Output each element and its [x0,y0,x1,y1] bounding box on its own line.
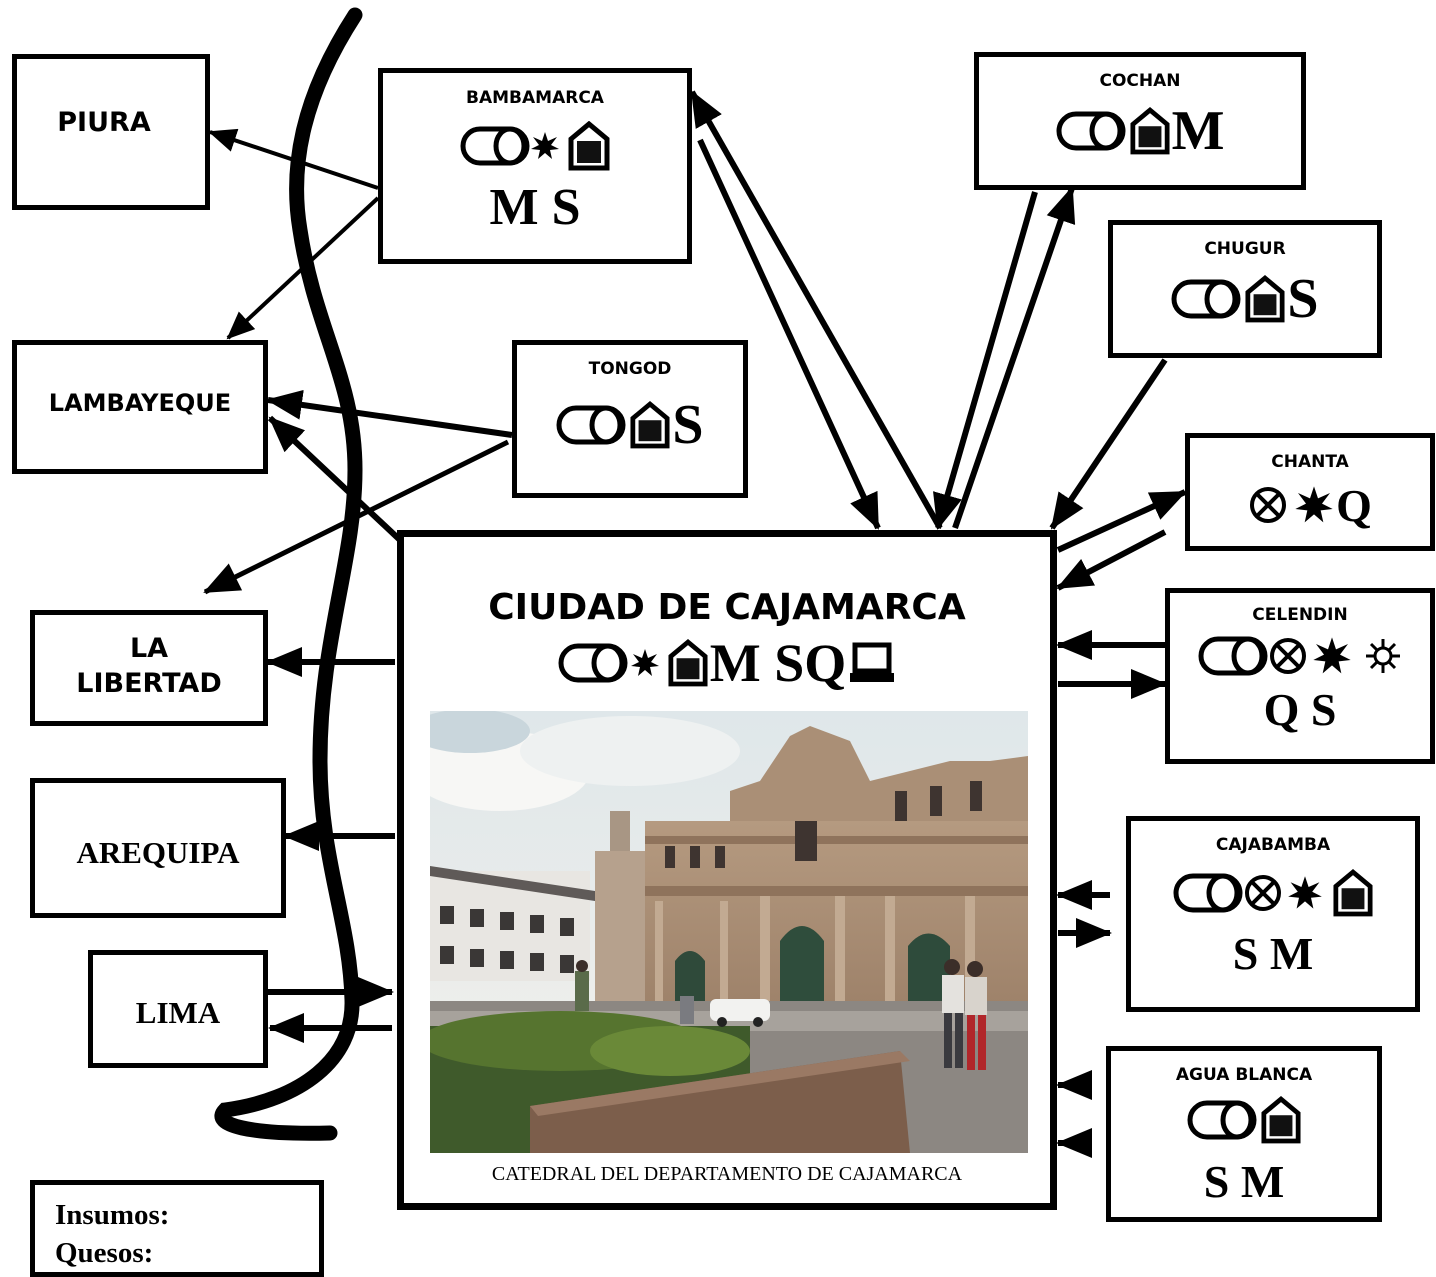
icon-row-bambamarca [383,120,687,172]
photo-caption: CATEDRAL DEL DEPARTAMENTO DE CAJAMARCA [491,1163,963,1185]
house-icon [1245,274,1285,323]
cylinder-icon [558,643,628,683]
icon-row-celendin [1170,631,1430,681]
cylinder-icon [460,126,530,166]
products-chugur: S [1287,268,1319,330]
products-cajabamba: S M [1232,928,1314,979]
arrow-cajamarca-lambayeque [267,415,403,543]
box-lima: LIMA [88,950,268,1068]
arrow-cajamarca-bambamarca [689,90,943,530]
destination-label-arequipa: AREQUIPA [76,835,240,870]
products-bambamarca: M S [489,179,581,236]
legend-insumos-label: Insumos: [55,1199,170,1231]
products-center: M SQ [709,633,847,693]
icon-row-agua-blanca [1111,1093,1377,1147]
house-icon [1333,868,1373,917]
arrow-bambamarca-piura [208,128,379,190]
district-name-chanta: CHANTA [1271,452,1349,472]
destination-label-piura: PIURA [57,107,151,138]
icon-row-cochan: M [979,100,1301,162]
cylinder-icon [1187,1100,1257,1140]
district-name-agua-blanca: AGUA BLANCA [1175,1065,1313,1085]
box-arequipa: AREQUIPA [30,778,286,918]
district-name-cochan: COCHAN [1099,71,1181,91]
arrow-cajamarca-cochan [952,186,1076,529]
circle-x-icon [1270,638,1306,674]
box-lambayeque: LAMBAYEQUE [12,340,268,474]
box-chugur: CHUGUR S [1108,220,1382,358]
box-piura: PIURA [12,54,210,210]
district-name-tongod: TONGOD [588,359,672,379]
products-cochan: M [1171,100,1225,162]
house-icon [668,638,708,687]
cathedral-photo [430,711,1028,1153]
box-agua-blanca: AGUA BLANCA S M [1106,1046,1382,1222]
road-line [214,7,363,1141]
box-ciudad-cajamarca: CIUDAD DE CAJAMARCA M SQ [397,530,1057,1210]
legend-quesos-label: Quesos: [55,1237,154,1269]
laptop-icon [850,642,895,682]
center-title: CIUDAD DE CAJAMARCA [488,587,966,628]
box-chanta: CHANTA Q [1185,433,1435,551]
house-icon [568,121,610,171]
products-celendin: Q S [1263,684,1337,735]
box-celendin: CELENDIN Q S [1165,588,1435,764]
icon-row-tongod: S [517,394,743,456]
house-icon [630,400,670,449]
icon-row-chugur: S [1113,268,1377,330]
destination-label-lambayeque: LAMBAYEQUE [48,389,232,417]
district-name-chugur: CHUGUR [1204,239,1286,259]
arrow-cochan-cajamarca [933,191,1038,530]
arrow-tongod-lambayeque [266,389,513,438]
destination-label-lima: LIMA [135,995,221,1030]
box-cochan: COCHAN M [974,52,1306,190]
district-name-celendin: CELENDIN [1252,605,1348,625]
circle-x-icon [1250,487,1287,523]
box-la-libertad: LA LIBERTAD [30,610,268,726]
sun-icon [1366,639,1400,673]
star-icon [1295,486,1333,523]
cylinder-icon [1173,873,1243,913]
box-cajabamba: CAJABAMBA S M [1126,816,1420,1012]
icon-row-cajabamba [1131,865,1415,921]
house-icon [1261,1095,1301,1144]
icon-row-chanta: Q [1190,479,1430,531]
arrow-bambamarca-cajamarca [697,138,881,530]
small-star-icon [630,649,659,676]
district-name-bambamarca: BAMBAMARCA [466,88,604,108]
products-tongod: S [672,394,704,456]
small-star-icon [531,132,559,159]
destination-label-libertad: LIBERTAD [76,668,222,699]
circle-x-icon [1245,875,1281,911]
icon-row-center: M SQ [404,632,1050,694]
arrow-chugur-cajamarca [1049,358,1168,530]
cylinder-icon [1171,279,1241,319]
star-icon [1313,637,1351,674]
arrow-cajamarca-chanta [1056,489,1187,553]
arrow-tongod-lalibertad [203,439,510,595]
district-name-cajabamba: CAJABAMBA [1215,835,1331,855]
star-icon [1288,876,1322,909]
cylinder-icon [1056,111,1126,151]
box-tongod: TONGOD S [512,340,748,498]
arrow-chanta-cajamarca [1056,529,1167,591]
cylinder-icon [556,405,626,445]
destination-label-la: LA [129,633,169,664]
arrow-bambamarca-lambayeque [226,196,380,340]
legend-box: Insumos: Quesos: [30,1180,324,1277]
products-chanta: Q [1336,479,1372,531]
cylinder-icon [1198,636,1268,676]
box-bambamarca: BAMBAMARCA M S [378,68,692,264]
products-agua-blanca: S M [1203,1156,1285,1207]
house-icon [1130,106,1170,155]
